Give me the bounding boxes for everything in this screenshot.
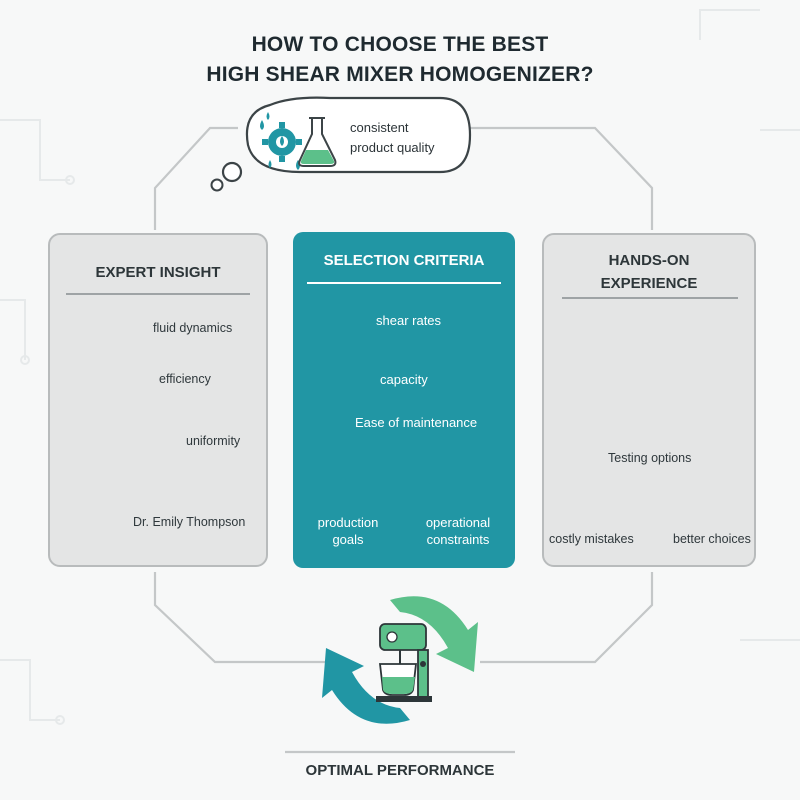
criterion-shear-rates: shear rates: [376, 313, 442, 328]
infographic-title: HOW TO CHOOSE THE BEST HIGH SHEAR MIXER …: [100, 30, 700, 90]
hands-on-heading-line-1: HANDS-ON: [608, 252, 690, 269]
testing-options-label: Testing options: [608, 451, 692, 465]
divider: [562, 297, 738, 299]
thought-bubble-text: consistent product quality: [350, 118, 460, 158]
hands-on-heading: HANDS-ON EXPERIENCE: [542, 249, 756, 295]
hands-on-heading-line-2: EXPERIENCE: [600, 275, 698, 292]
expert-insight-heading: EXPERT INSIGHT: [95, 264, 221, 281]
divider: [66, 293, 250, 295]
operational-constraints-label: operational constraints: [408, 514, 508, 548]
operational-constraints-line-2: constraints: [426, 532, 490, 547]
expert-name: Dr. Emily Thompson: [133, 515, 246, 529]
connector-lines: [153, 126, 654, 754]
flask-icon: [298, 117, 337, 167]
better-choices-label: better choices: [673, 532, 751, 546]
hands-on-experience-panel: [542, 233, 756, 567]
insight-item-fluid-dynamics: fluid dynamics: [153, 321, 233, 335]
production-goals-line-1: production: [317, 515, 379, 530]
insight-item-efficiency: efficiency: [159, 372, 211, 386]
production-goals-line-2: goals: [332, 532, 364, 547]
criterion-ease-of-maintenance: Ease of maintenance: [355, 415, 478, 430]
bubble-line-2: product quality: [350, 140, 435, 155]
divider: [307, 282, 501, 284]
optimal-performance-label: OPTIMAL PERFORMANCE: [305, 762, 495, 779]
gear-droplet-icon: [260, 112, 302, 170]
expert-insight-panel: [48, 233, 268, 567]
title-line-2: HIGH SHEAR MIXER HOMOGENIZER?: [206, 63, 594, 86]
circuit-decoration: [0, 9, 800, 725]
insight-item-uniformity: uniformity: [186, 434, 241, 448]
mixer-homogenizer-icon: [376, 623, 432, 702]
selection-criteria-heading: SELECTION CRITERIA: [323, 252, 485, 269]
selection-criteria-panel: [293, 232, 515, 568]
costly-mistakes-label: costly mistakes: [549, 532, 634, 546]
title-line-1: HOW TO CHOOSE THE BEST: [251, 33, 549, 56]
bubble-line-1: consistent: [350, 120, 409, 135]
refresh-cycle-icon: [322, 596, 478, 724]
criterion-capacity: capacity: [380, 372, 428, 387]
production-goals-label: production goals: [303, 514, 393, 548]
operational-constraints-line-1: operational: [425, 515, 491, 530]
